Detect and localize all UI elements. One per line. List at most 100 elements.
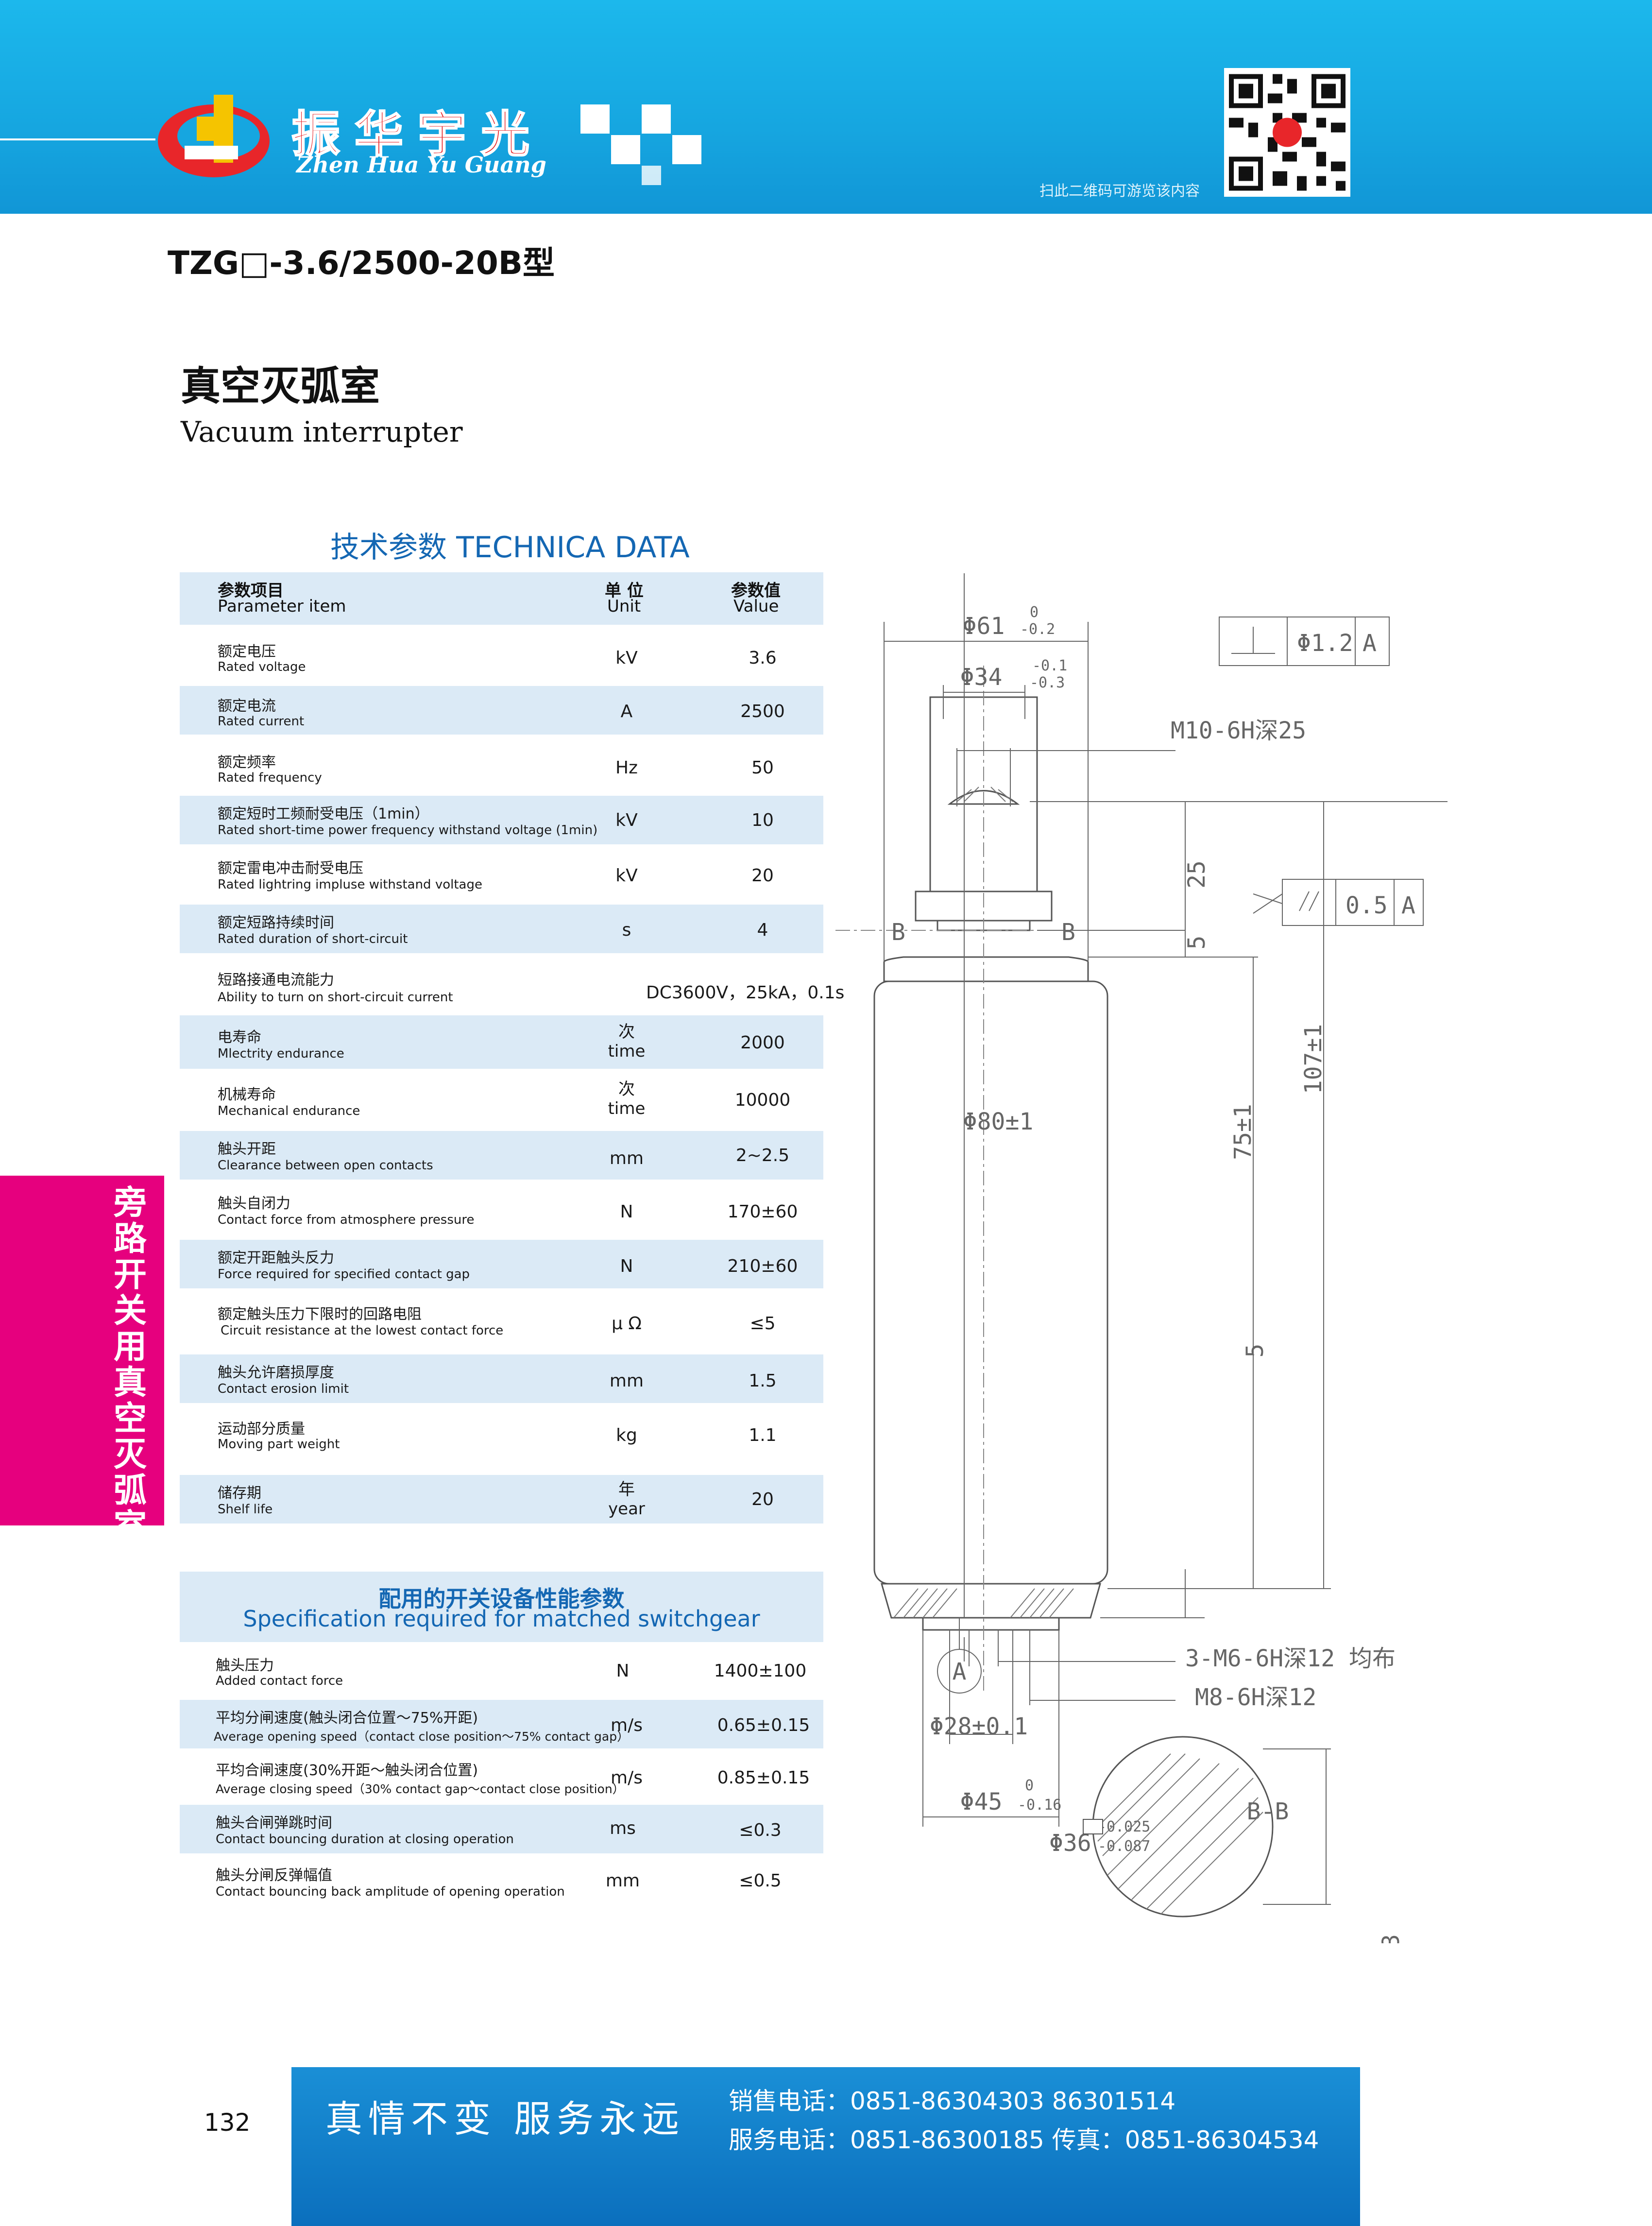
dim-d61-tol-top: 0 [1030,604,1039,621]
row-value: DC3600V，25kA，0.1s [646,983,845,1003]
section-b-left: B [891,919,905,946]
row-value: 1.1 [749,1425,777,1445]
row-label-en: Rated voltage [218,660,306,674]
table-row: 触头自闭力 Contact force from atmosphere pres… [180,1185,823,1234]
unit-en: year [608,1499,645,1519]
col-value-cn: 参数值 [731,581,781,600]
dim-m10: M10-6H深25 [1171,717,1306,744]
dim-m6: 3-M6-6H深12 均布 [1185,1645,1396,1672]
row-value: 0.65±0.15 [717,1715,810,1735]
category-side-text: 旁路开关用真空灭弧室 [113,1184,147,1546]
row-value: 50 [751,758,774,778]
row-value: 10 [751,810,774,830]
row-label-en: Average opening speed（contact close posi… [214,1729,630,1744]
sales-phone: 销售电话：0851-86304303 86301514 [729,2087,1176,2115]
spec-title-cn: 配用的开关设备性能参数 [378,1586,625,1612]
row-label-en: Clearance between open contacts [218,1158,433,1173]
row-label-cn: 触头分闸反弹幅值 [216,1867,332,1884]
row-unit: kV [615,866,638,886]
dim-5-top: 5 [1183,936,1210,950]
row-unit: m/s [611,1768,643,1788]
row-label-en: Rated frequency [218,771,322,785]
row-label-en: Added contact force [216,1674,343,1688]
row-value: 170±60 [727,1202,798,1222]
row-value: 20 [751,866,774,886]
dim-parallel: 0.5 [1345,892,1388,919]
row-value: 3.6 [749,648,777,668]
row-value: 1400±100 [714,1661,807,1681]
category-side-tab [0,1176,164,1525]
dim-5-bot: 5 [1242,1344,1269,1358]
spec-title-en: Specification required for matched switc… [243,1606,760,1632]
row-value: 2000 [740,1033,785,1053]
row-value: 2500 [740,702,785,721]
section-bb-drawing [1083,1736,1331,1918]
dim-107: 107±1 [1300,1024,1327,1095]
row-label-en: Force required for specified contact gap [218,1267,470,1282]
row-label-cn: 运动部分质量 [218,1421,305,1438]
row-value: ≤0.3 [739,1820,782,1840]
row-unit: N [620,1202,633,1222]
row-label-cn: 触头允许磨损厚度 [218,1364,334,1381]
decor-square [672,135,701,164]
row-label-cn: 短路接通电流能力 [218,972,334,989]
table-row: 额定雷电冲击耐受电压 Rated lightring impluse withs… [180,850,823,899]
spec-table-header [180,1572,823,1642]
col-unit-en: Unit [607,597,641,616]
row-unit: kV [615,648,638,668]
row-label-cn: 储存期 [218,1485,261,1502]
row-unit: mm [609,1148,644,1168]
dim-d34-tol-top: -0.1 [1032,657,1067,674]
row-label-cn: 触头合闸弹跳时间 [216,1815,332,1832]
service-phone: 服务电话：0851-86300185 传真：0851-86304534 [729,2126,1319,2154]
row-unit: N [620,1256,633,1276]
dim-d45-tol-top: 0 [1025,1777,1034,1794]
dim-d28: Φ28±0.1 [930,1713,1028,1740]
row-label-en: Contact erosion limit [218,1382,349,1396]
decor-square [611,135,640,164]
row-value: 0.85±0.15 [717,1768,810,1788]
row-label-en: Average closing speed（30% contact gap～co… [216,1782,625,1796]
table-row: 触头开距 Clearance between open contacts mm … [180,1131,823,1180]
dim-flatness: Φ1.2 [1297,630,1353,657]
row-unit: mm [609,1371,644,1391]
unit-cn: 次 [618,1022,635,1042]
row-value: ≤0.5 [739,1871,782,1891]
row-value: 20 [751,1490,774,1509]
table-row: 平均合闸速度(30%开距～触头闭合位置) Average closing spe… [180,1752,823,1801]
header-banner [0,0,1652,214]
row-unit: kg [616,1425,637,1445]
table-row: 短路接通电流能力 Ability to turn on short-circui… [180,961,845,1014]
table-row: 额定开距触头反力 Force required for specified co… [180,1240,823,1288]
col-param-en: Parameter item [218,597,346,616]
unit-en: time [608,1099,646,1118]
table-row: 额定触头压力下限时的回路电阻 Circuit resistance at the… [180,1296,823,1351]
col-unit-cn: 单 位 [605,581,644,600]
col-value-en: Value [733,597,779,616]
decor-square [642,166,661,185]
section-b-right: B [1061,919,1075,946]
qr-caption: 扫此二维码可游览该内容 [1039,183,1200,200]
row-label-cn: 触头开距 [218,1141,276,1158]
dim-d80: Φ80±1 [963,1108,1034,1135]
table-row: 触头压力 Added contact force N 1400±100 [180,1644,823,1696]
row-label-cn: 平均合闸速度(30%开距～触头闭合位置) [216,1762,478,1779]
qr-code-icon[interactable] [1224,68,1350,197]
decor-square [580,104,610,134]
row-label-en: Moving part weight [218,1437,340,1452]
row-label-en: Rated lightring impluse withstand voltag… [218,877,482,892]
brand-logo-icon [158,95,270,177]
row-unit: Hz [615,758,638,778]
dim-33: 33 [1378,1934,1405,1943]
row-label-en: Shelf life [218,1502,273,1517]
row-label-en: Ability to turn on short-circuit current [218,990,453,1005]
row-label-cn: 额定电压 [218,643,276,660]
header-rule [0,138,155,140]
row-label-en: Circuit resistance at the lowest contact… [221,1323,504,1338]
page-number: 132 [204,2108,251,2137]
row-value: 1.5 [749,1371,777,1391]
row-label-cn: 额定开距触头反力 [218,1250,334,1267]
dim-d61: Φ61 [963,613,1005,640]
